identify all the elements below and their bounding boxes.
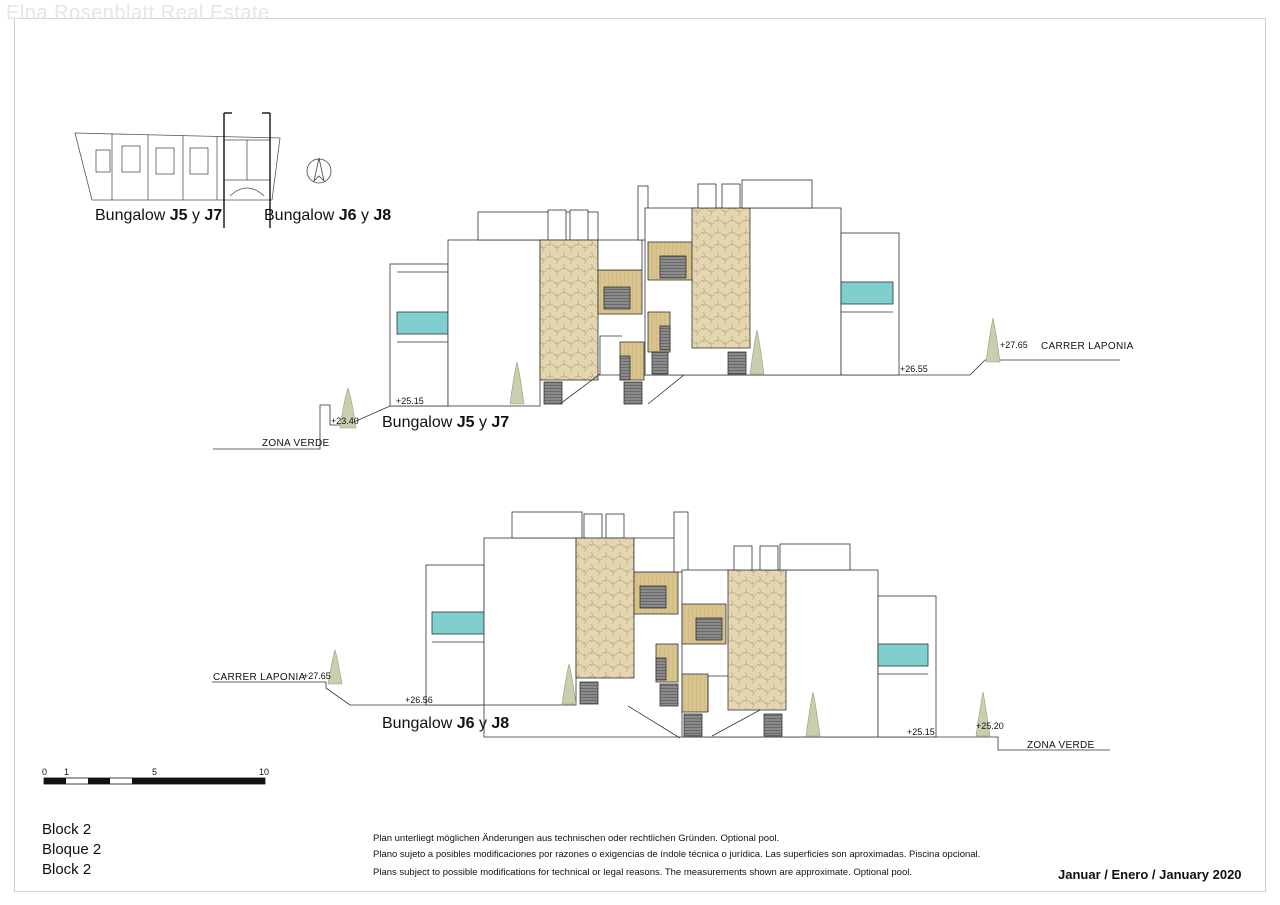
scale-tick-label: 1 [64, 767, 70, 777]
level-marker: +25.15 [396, 396, 424, 406]
street-label-carrer-laponia: CARRER LAPONIA [1041, 341, 1134, 352]
level-marker: +26.55 [900, 364, 928, 374]
note-de: Plan unterliegt möglichen Änderungen aus… [373, 833, 780, 844]
note-en: Plans subject to possible modifications … [373, 867, 912, 878]
scale-tick-label: 5 [152, 767, 158, 777]
elevation-bottom [212, 511, 1110, 751]
block-label-es: Bloque 2 [42, 841, 102, 858]
site-plan [74, 112, 281, 228]
block-label-en: Block 2 [42, 861, 92, 878]
level-marker: +25.20 [976, 721, 1004, 731]
scale-tick-label: 0 [42, 767, 48, 777]
site-plan-label-j5-j7: Bungalow J5 y J7 [95, 207, 223, 224]
scale-tick-label: 10 [259, 767, 270, 777]
elevation-top-title: Bungalow J5 y J7 [382, 414, 510, 431]
level-marker: +26.56 [405, 695, 433, 705]
level-marker: +23.40 [331, 416, 359, 426]
note-es: Plano sujeto a posibles modificaciones p… [373, 849, 981, 860]
street-label-zona-verde: ZONA VERDE [1027, 740, 1095, 751]
elevation-top [213, 179, 1120, 450]
date-label: Januar / Enero / January 2020 [1058, 867, 1242, 882]
elevation-bottom-title: Bungalow J6 y J8 [382, 715, 510, 732]
site-plan-label-j6-j8: Bungalow J6 y J8 [264, 207, 392, 224]
block-label-de: Block 2 [42, 821, 92, 838]
level-marker: +27.65 [303, 671, 331, 681]
street-label-carrer-laponia: CARRER LAPONIA [213, 672, 306, 683]
street-label-zona-verde: ZONA VERDE [262, 438, 330, 449]
scale-bar [43, 777, 266, 785]
level-marker: +27.65 [1000, 340, 1028, 350]
tree-icon [327, 648, 991, 737]
level-marker: +25.15 [907, 727, 935, 737]
drawing-frame [14, 18, 1266, 892]
tree-icon [339, 317, 1001, 429]
watermark: Elna Rosenblatt Real Estate [6, 2, 270, 24]
block-label: Block 2 Bloque 2 Block 2 [42, 820, 101, 880]
north-arrow-icon [306, 157, 332, 184]
